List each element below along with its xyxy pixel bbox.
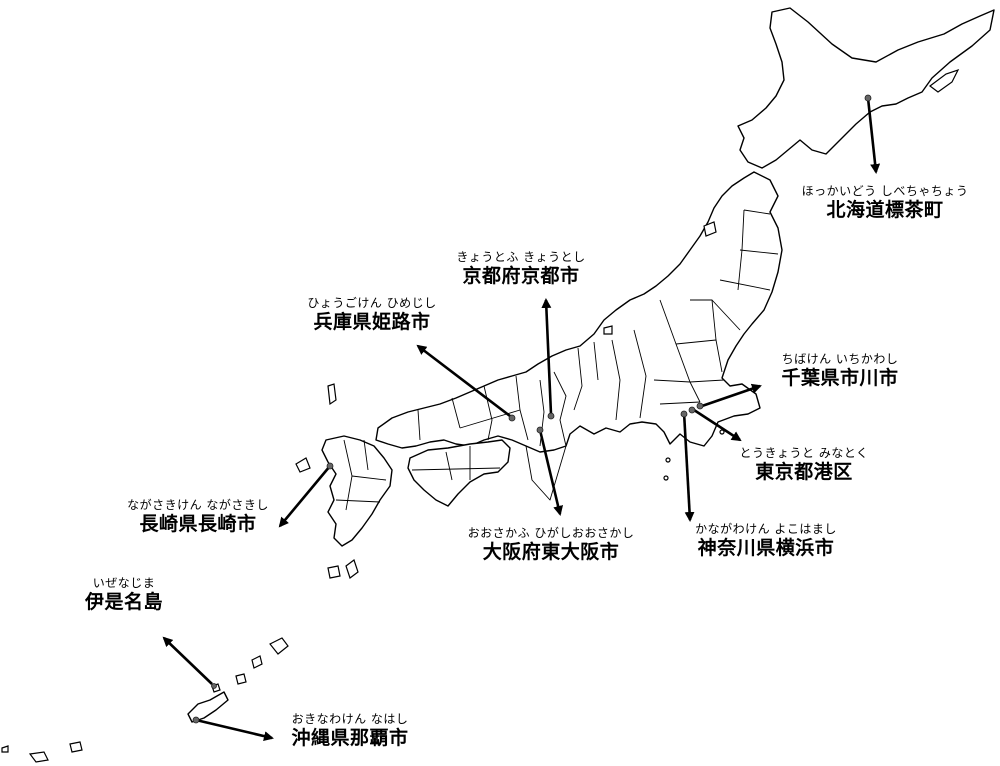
land-masses — [1, 7, 995, 763]
arrow-naha — [195, 718, 274, 742]
marker-shibecha — [864, 94, 872, 102]
prefecture-border — [351, 475, 387, 481]
label-shibecha: ほっかいどう しべちゃちょう 北海道標茶町 — [790, 184, 980, 222]
marker-nagasaki — [326, 462, 334, 470]
label-ichikawa-name: 千葉県市川市 — [781, 367, 899, 389]
label-yokohama: かながわけん よこはまし 神奈川県横浜市 — [676, 522, 856, 560]
arrow-ichikawa — [701, 383, 762, 408]
arrow-higashiosaka — [538, 429, 564, 516]
label-yokohama-ruby: かながわけん よこはまし — [695, 522, 837, 536]
yakushima-island — [327, 565, 341, 579]
label-minato-name: 東京都港区 — [755, 461, 853, 483]
label-shibecha-ruby: ほっかいどう しべちゃちょう — [801, 184, 969, 198]
arrow-nagasaki — [278, 465, 331, 528]
arrow-yokohama — [682, 411, 695, 522]
arrow-kyoto — [541, 298, 553, 415]
label-higashiosaka-name: 大阪府東大阪市 — [482, 541, 620, 563]
izu-island — [663, 475, 669, 481]
tokunoshima-island — [251, 655, 263, 669]
kunashiri-island — [929, 68, 960, 93]
prefecture-border — [633, 329, 647, 419]
prefecture-border — [573, 347, 583, 411]
marker-minato — [688, 406, 696, 414]
marker-izena — [211, 683, 217, 689]
prefecture-border — [451, 397, 461, 429]
label-higashiosaka: おおさかふ ひがしおおさかし 大阪府東大阪市 — [446, 526, 656, 564]
prefecture-border — [553, 371, 567, 447]
label-yokohama-name: 神奈川県横浜市 — [697, 537, 835, 559]
prefecture-border — [445, 451, 453, 481]
prefecture-border — [611, 339, 621, 421]
tsushima-island — [327, 383, 337, 406]
label-naha-name: 沖縄県那覇市 — [291, 727, 409, 749]
prefecture-border — [411, 467, 501, 471]
prefecture-border — [743, 209, 771, 215]
prefecture-border — [417, 409, 421, 441]
marker-naha — [192, 716, 200, 724]
label-himeji-ruby: ひょうごけん ひめじし — [307, 296, 437, 310]
label-higashiosaka-ruby: おおさかふ ひがしおおさかし — [467, 526, 635, 540]
location-arrows — [162, 97, 881, 742]
izu-island — [719, 429, 725, 435]
prefecture-border — [525, 445, 567, 501]
marker-higashiosaka — [536, 426, 544, 434]
label-himeji-name: 兵庫県姫路市 — [313, 311, 431, 333]
prefecture-border — [659, 401, 701, 405]
label-kyoto-name: 京都府京都市 — [462, 265, 580, 287]
label-ichikawa: ちばけん いちかわし 千葉県市川市 — [756, 352, 924, 390]
tanegashima-island — [345, 559, 359, 579]
goto-island — [295, 457, 311, 473]
arrow-izena — [162, 636, 213, 685]
marker-kyoto — [547, 412, 555, 420]
oki-island — [603, 325, 613, 335]
hokkaido-island — [737, 7, 995, 169]
honshu-island — [375, 171, 783, 453]
label-shibecha-name: 北海道標茶町 — [826, 199, 944, 221]
prefecture-borders — [335, 209, 779, 511]
amami-island — [269, 637, 289, 655]
marker-ichikawa — [696, 402, 704, 410]
label-minato: とうきょうと みなとく 東京都港区 — [716, 446, 892, 484]
marker-yokohama — [680, 410, 688, 418]
prefecture-border — [675, 339, 723, 373]
location-markers — [192, 94, 872, 724]
miyako-island — [69, 741, 83, 753]
yonaguni-island — [1, 745, 9, 753]
label-nagasaki-ruby: ながさきけん ながさきし — [127, 498, 269, 512]
prefecture-border — [459, 409, 521, 429]
shikoku-island — [407, 439, 511, 507]
izu-island — [665, 457, 671, 463]
label-kyoto: きょうとふ きょうとし 京都府京都市 — [432, 250, 610, 288]
label-nagasaki: ながさきけん ながさきし 長崎県長崎市 — [108, 498, 288, 536]
label-himeji: ひょうごけん ひめじし 兵庫県姫路市 — [284, 296, 460, 334]
kyushu-island — [321, 435, 393, 547]
label-ichikawa-ruby: ちばけん いちかわし — [781, 352, 899, 366]
arrow-himeji — [416, 344, 511, 418]
arrow-minato — [693, 408, 742, 442]
label-kyoto-ruby: きょうとふ きょうとし — [456, 250, 586, 264]
sado-island — [703, 221, 717, 237]
label-naha-ruby: おきなわけん なはし — [291, 712, 409, 726]
prefecture-border — [653, 379, 701, 403]
prefecture-border — [335, 499, 381, 503]
label-naha: おきなわけん なはし 沖縄県那覇市 — [262, 712, 438, 750]
prefecture-border — [737, 209, 745, 291]
prefecture-border — [719, 279, 771, 291]
marker-himeji — [508, 414, 516, 422]
label-izena-ruby: いぜなじま — [92, 576, 156, 590]
prefecture-border — [593, 341, 599, 381]
label-minato-ruby: とうきょうと みなとく — [739, 446, 869, 460]
okinoerabu-island — [235, 673, 247, 685]
prefecture-border — [711, 299, 741, 331]
label-izena-name: 伊是名島 — [84, 591, 163, 613]
prefecture-border — [690, 299, 717, 341]
label-izena: いぜなじま 伊是名島 — [76, 576, 172, 614]
ishigaki-island — [28, 751, 49, 763]
prefecture-border — [739, 249, 779, 255]
label-nagasaki-name: 長崎県長崎市 — [139, 513, 257, 535]
arrow-shibecha — [866, 97, 881, 174]
prefecture-border — [689, 379, 725, 383]
prefecture-border — [363, 439, 369, 471]
